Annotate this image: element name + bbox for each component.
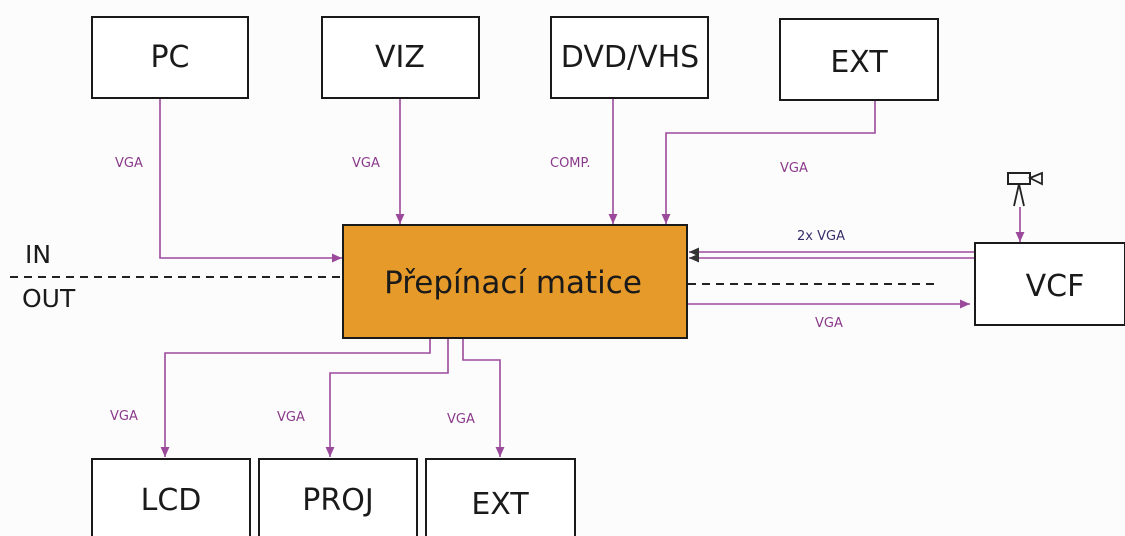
- node-viz: VIZ: [321, 16, 480, 99]
- wire-proj: [325, 338, 449, 457]
- wire-pc: [159, 98, 342, 263]
- node-vcf: VCF: [974, 242, 1125, 326]
- camera-icon: [1007, 171, 1043, 207]
- node-dvd-vhs-label: DVD/VHS: [561, 40, 699, 75]
- wire-ext-in: [661, 100, 876, 224]
- wire-lcd: [160, 338, 431, 457]
- node-ext-out: EXT: [425, 458, 576, 536]
- node-viz-label: VIZ: [375, 40, 425, 75]
- node-pc: PC: [91, 16, 249, 99]
- node-ext-in: EXT: [779, 18, 939, 101]
- node-vcf-label: VCF: [1026, 269, 1085, 304]
- wire-label-lcd: VGA: [110, 409, 138, 424]
- node-dvd-vhs: DVD/VHS: [550, 16, 709, 99]
- node-pc-label: PC: [150, 40, 189, 75]
- node-proj-label: PROJ: [302, 483, 373, 518]
- node-lcd: LCD: [91, 458, 251, 536]
- wire-ext-out: [462, 338, 505, 457]
- switching-matrix-label: Přepínací matice: [384, 265, 642, 301]
- wire-label-dvd: COMP.: [550, 156, 590, 171]
- wire-label-proj: VGA: [277, 410, 305, 425]
- node-proj: PROJ: [258, 458, 418, 536]
- wire-label-ext-in: VGA: [780, 161, 808, 176]
- node-ext-out-label: EXT: [471, 487, 529, 522]
- node-lcd-label: LCD: [141, 483, 202, 518]
- node-ext-in-label: EXT: [830, 45, 888, 80]
- wire-label-ext-out: VGA: [447, 412, 475, 427]
- wire-label-vcf-out: VGA: [815, 316, 843, 331]
- out-label: OUT: [22, 284, 76, 313]
- wire-label-viz: VGA: [352, 156, 380, 171]
- switching-matrix: Přepínací matice: [342, 224, 688, 339]
- wire-label-pc: VGA: [115, 156, 143, 171]
- in-label: IN: [25, 240, 51, 269]
- wire-label-vcf-in: 2x VGA: [797, 229, 845, 244]
